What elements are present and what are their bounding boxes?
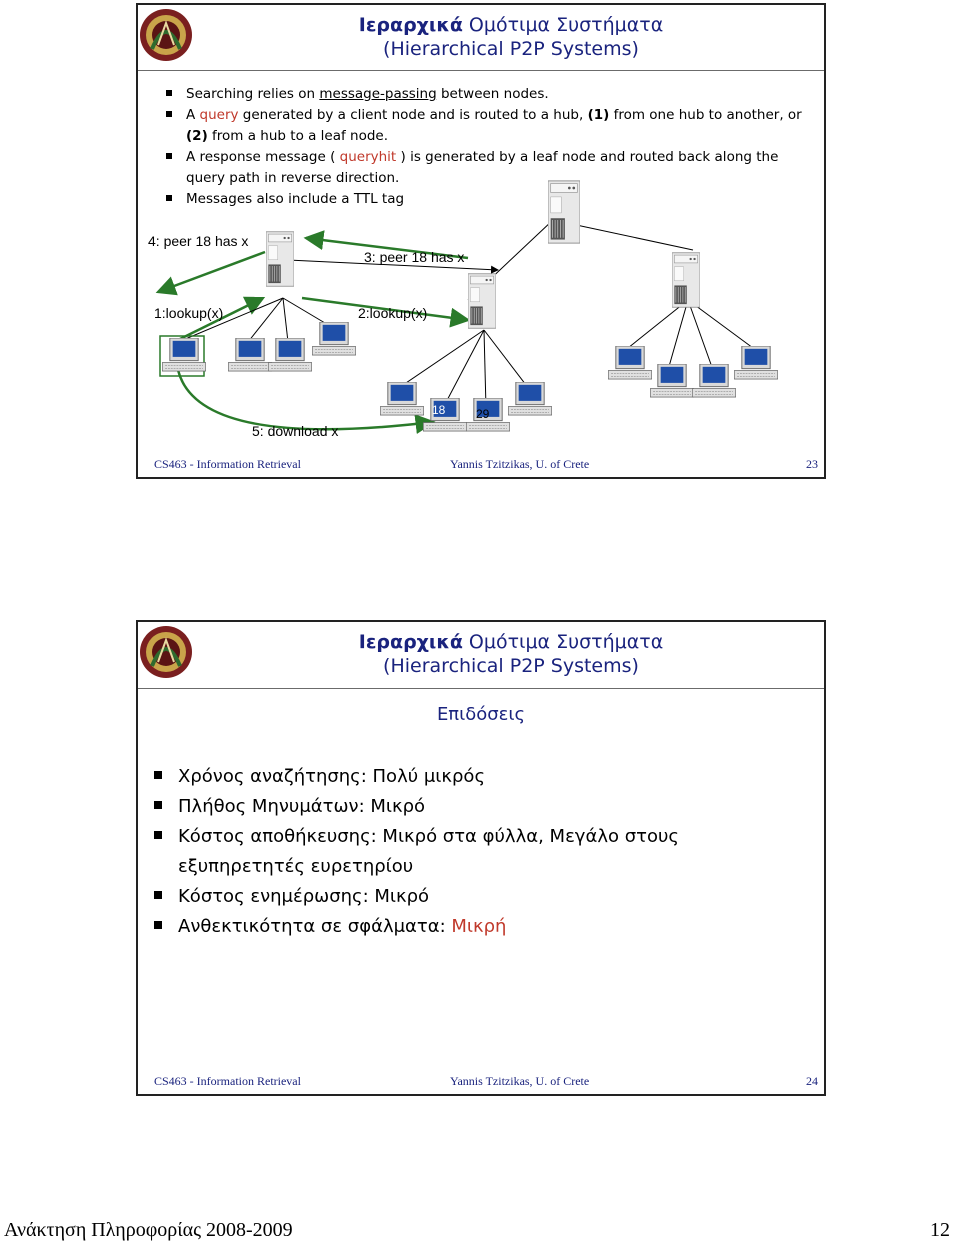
bullet-text: Ανθεκτικότητα σε σφάλματα: [178,916,452,937]
bullet-item: Πλήθος Μηνυμάτων: Μικρό [154,792,804,822]
hub-server-icon [548,180,580,244]
bullet-underlined: message-passing [319,86,437,102]
bullet-text: A response message ( [186,149,340,165]
footer-author: Yannis Tzitzikas, U. of Crete [450,1074,590,1088]
title-bold: Ιεραρχικά [358,14,463,36]
bullet-text: from one hub to another, or [609,107,802,123]
bullet-item: Κόστος ενημέρωσης: Μικρό [154,882,804,912]
footer-author: Yannis Tzitzikas, U. of Crete [450,457,590,471]
bullet-bold: (2) [186,128,208,144]
message-arrow-3 [303,230,469,260]
label-3: 3: peer 18 has x [364,249,464,265]
hub-link [287,259,499,274]
peer-computer-icon [228,338,272,372]
p2p-hierarchy-diagram: 4: peer 18 has x 3: peer 18 has x 1:look… [148,180,778,439]
title-line2: (Hierarchical P2P Systems) [383,655,639,677]
title-divider [138,70,824,71]
bullet-item: A query generated by a client node and i… [166,105,806,147]
peer-computer-icon [734,346,778,380]
university-logo-icon [140,9,192,61]
bullet-text: A [186,107,200,123]
label-5: 5: download x [252,423,338,439]
bullet-item: Ανθεκτικότητα σε σφάλματα: Μικρή [154,912,804,942]
peer-id-18: 18 [432,403,446,417]
slide-24: Ιεραρχικά Ομότιμα Συστήματα (Hierarchica… [136,620,826,1096]
leaf-links-right [627,299,754,371]
page-number: 12 [930,1219,950,1241]
peer-computer-icon [268,338,312,372]
leaf-links-center [402,329,527,409]
bullet-text: from a hub to a leaf node. [207,128,389,144]
hub-server-icon [266,231,294,287]
peer-computer-icon [162,338,206,372]
bullet-item: A response message ( queryhit ) is gener… [166,147,806,189]
peer-computer-icon [312,322,356,356]
requesting-peer-highlight [159,335,205,377]
leaf-links-left [182,297,331,343]
footer-course: CS463 - Information Retrieval [154,457,301,471]
page-footer: Ανάκτηση Πληροφορίας 2008-2009 12 [0,1219,960,1247]
title-rest: Ομότιμα Συστήματα [462,631,664,653]
label-4: 4: peer 18 has x [148,233,248,249]
label-2: 2:lookup(x) [358,305,427,321]
peer-computer-icon [380,382,424,416]
bullet-text: ) is generated by a leaf node and routed… [186,149,779,186]
bullet-list: Searching relies on message-passing betw… [166,84,806,210]
bullet-text: Searching relies on [186,86,320,102]
peer-computer-icon [608,346,652,380]
title-line2: (Hierarchical P2P Systems) [383,38,639,60]
peer-id-29: 29 [476,407,490,421]
message-arrow-5 [176,369,436,434]
footer-slide-number: 24 [806,1074,818,1088]
bullet-item: Messages also include a TTL tag [166,189,806,210]
message-arrow-1 [177,296,266,342]
title-bold: Ιεραρχικά [358,631,463,653]
page-footer-title: Ανάκτηση Πληροφορίας 2008-2009 [4,1219,293,1241]
footer-slide-number: 23 [806,457,818,471]
university-logo-icon [140,626,192,678]
bullet-item: Searching relies on message-passing betw… [166,84,806,105]
slide-title: Ιεραρχικά Ομότιμα Συστήματα (Hierarchica… [198,630,824,678]
bullet-bold: (1) [587,107,610,123]
title-divider [138,688,824,689]
slide-footer: CS463 - Information Retrieval Yannis Tzi… [154,1074,820,1090]
hub-server-icon [672,252,700,308]
slide-title: Ιεραρχικά Ομότιμα Συστήματα (Hierarchica… [198,13,824,61]
peer-computer-icon [508,382,552,416]
peer-computer-icon [650,364,694,398]
message-arrow-4 [155,250,266,296]
slide-23: Ιεραρχικά Ομότιμα Συστήματα (Hierarchica… [136,3,826,479]
message-arrow-2 [301,296,471,328]
title-rest: Ομότιμα Συστήματα [462,14,664,36]
bullet-text: Messages also include a TTL tag [186,191,405,207]
label-1: 1:lookup(x) [154,305,223,321]
bullet-list: Χρόνος αναζήτησης: Πολύ μικρός Πλήθος Μη… [154,762,804,942]
bullet-text: generated by a client node and is routed… [238,107,588,123]
footer-course: CS463 - Information Retrieval [154,1074,301,1088]
slide-subtitle: Επιδόσεις [436,704,526,725]
bullet-text: between nodes. [436,86,549,102]
bullet-item: Κόστος αποθήκευσης: Μικρό στα φύλλα, Μεγ… [154,822,804,882]
bullet-highlight: queryhit [339,149,397,165]
bullet-item: Χρόνος αναζήτησης: Πολύ μικρός [154,762,804,792]
slide-footer: CS463 - Information Retrieval Yannis Tzi… [154,457,820,473]
bullet-highlight: Μικρή [451,916,507,937]
peer-computer-icon [692,364,736,398]
bullet-highlight: query [199,107,239,123]
hub-server-icon [468,273,496,329]
